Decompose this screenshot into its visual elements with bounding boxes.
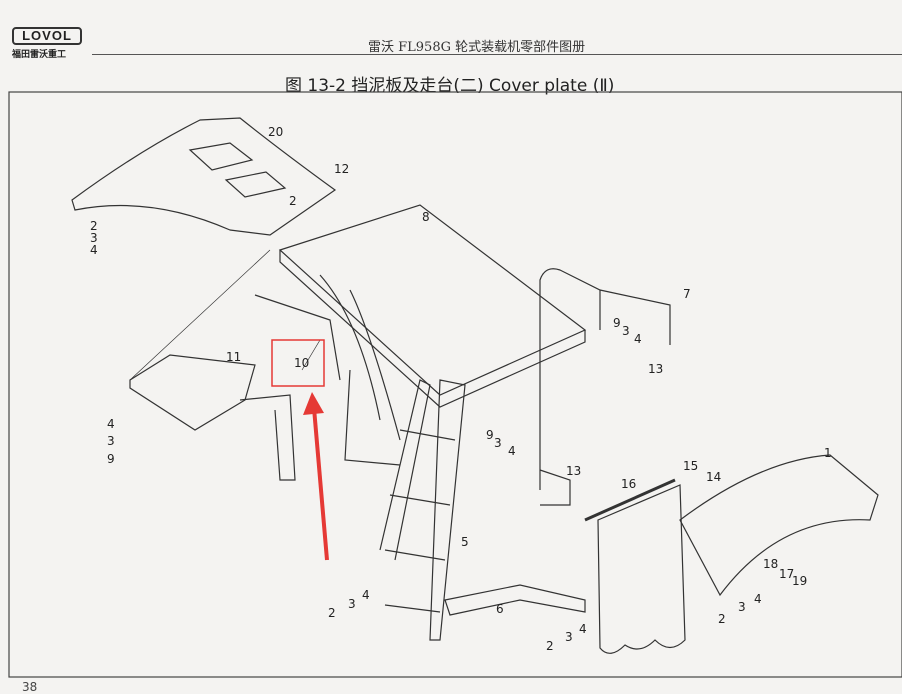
book-title: 雷沃 FL958G 轮式装载机零部件图册 — [368, 40, 586, 55]
callout-label: 20 — [268, 125, 283, 139]
part-5-rungs — [384, 429, 456, 613]
callout-label: 9 — [613, 316, 621, 330]
callout-label: 18 — [763, 557, 778, 571]
callout-label: 3 — [348, 597, 356, 611]
figure-frame — [8, 91, 902, 678]
callout-label: 4 — [362, 588, 370, 602]
logo-text: LOVOL — [12, 27, 82, 45]
callout-label: 15 — [683, 459, 698, 473]
part-8-edge — [279, 250, 586, 408]
callout-label: 13 — [648, 362, 663, 376]
callout-labels: 20 12 2 2 3 4 8 7 9 3 4 10 11 13 4 3 9 9… — [90, 125, 832, 653]
figure-title: 图 13-2 挡泥板及走台(二) Cover plate (Ⅱ) — [285, 76, 615, 96]
part-13-handle — [539, 469, 571, 506]
callout-label: 4 — [107, 417, 115, 431]
callout-label: 4 — [754, 592, 762, 606]
callout-label: 4 — [90, 243, 98, 257]
page-number: 38 — [22, 680, 38, 694]
callout-label: 17 — [779, 567, 794, 581]
highlight-box — [271, 339, 325, 387]
callout-label: 3 — [622, 324, 630, 338]
callout-label: 2 — [289, 194, 297, 208]
callout-label: 13 — [566, 464, 581, 478]
part-1-fender — [679, 454, 879, 597]
callout-label: 3 — [738, 600, 746, 614]
callout-label: 14 — [706, 470, 721, 484]
callout-label: 3 — [565, 630, 573, 644]
callout-label: 16 — [621, 477, 636, 491]
leader-lines — [129, 249, 321, 381]
part-20-openings — [188, 142, 287, 198]
callout-label: 3 — [494, 436, 502, 450]
callout-label: 2 — [718, 612, 726, 626]
callout-label: 9 — [486, 428, 494, 442]
part-16-strip — [584, 478, 676, 522]
logo-subtext: 福田雷沃重工 — [12, 50, 67, 60]
callout-label: 4 — [634, 332, 642, 346]
callout-label: 11 — [226, 350, 241, 364]
part-8-platform — [278, 204, 587, 396]
callout-label: 2 — [328, 606, 336, 620]
callout-label: 19 — [792, 574, 807, 588]
callout-label: 2 — [90, 219, 98, 233]
callout-label: 3 — [90, 231, 98, 245]
callout-label: 3 — [107, 434, 115, 448]
callout-label: 6 — [496, 602, 504, 616]
callout-label: 1 — [824, 446, 832, 460]
part-20-cover — [71, 117, 337, 236]
part-6-bracket — [444, 584, 586, 616]
part-11-step — [129, 354, 256, 431]
callout-label: 5 — [461, 535, 469, 549]
header-divider — [92, 54, 902, 55]
lovol-logo: LOVOL 福田雷沃重工 — [12, 27, 82, 60]
callout-label: 4 — [508, 444, 516, 458]
part-8-supports — [319, 274, 401, 441]
callout-label: 12 — [334, 162, 349, 176]
callout-label: 10 — [294, 356, 309, 370]
part-7-handrail — [539, 268, 671, 490]
callout-label: 8 — [422, 210, 430, 224]
highlight-arrow-head — [303, 392, 324, 415]
part-11-bracket — [239, 394, 296, 481]
callout-label: 9 — [107, 452, 115, 466]
callout-label: 4 — [579, 622, 587, 636]
callout-label: 2 — [546, 639, 554, 653]
part-10-rail — [254, 294, 401, 466]
part-14-mudflap — [597, 484, 686, 654]
callout-label: 7 — [683, 287, 691, 301]
highlight-arrow-shaft — [312, 407, 329, 561]
part-5-ladder — [379, 379, 466, 641]
